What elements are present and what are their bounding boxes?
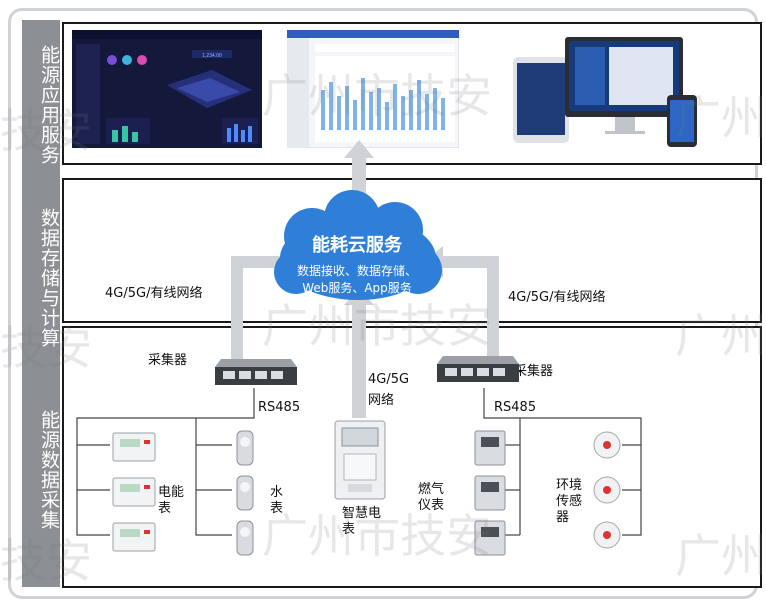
collect-layer-label: 能源数据采集 <box>38 410 60 530</box>
network-label-left: 4G/5G/有线网络 <box>105 286 203 301</box>
electric-meter-label: 电能表 <box>158 485 185 516</box>
env-sensor-icon-3 <box>593 521 621 549</box>
electric-meter-icon-3 <box>112 522 156 552</box>
cloud-shape <box>274 190 442 300</box>
electric-meter-icon-2 <box>112 477 156 507</box>
collect-layer-box <box>62 326 762 588</box>
cloud-line-2: Web服务、App服务 <box>302 281 412 295</box>
cloud-line-1: 数据接收、数据存储、 <box>296 264 417 278</box>
app-layer-label: 能源应用服务 <box>38 45 60 165</box>
gas-meter-icon-2 <box>474 475 506 511</box>
storage-layer-label: 数据存储与计算 <box>38 207 60 348</box>
network-label-right: 4G/5G/有线网络 <box>508 290 606 305</box>
dashboard-screenshot: 1,234.00 <box>72 30 262 148</box>
mobile-app-screenshot <box>513 37 697 147</box>
bus-label-left: RS485 <box>258 400 301 415</box>
network-label-center-1: 4G/5G <box>368 372 410 387</box>
env-sensor-icon-1 <box>593 431 621 459</box>
water-meter-icon-2 <box>236 475 254 511</box>
gas-meter-icon-1 <box>474 430 506 466</box>
cloud-title: 能耗云服务 <box>312 235 402 256</box>
web-platform-screenshot <box>287 30 459 148</box>
smart-meter-icon <box>334 420 386 500</box>
bus-label-right: RS485 <box>494 400 537 415</box>
water-meter-label: 水表 <box>270 485 284 516</box>
collector-left-icon <box>215 359 297 385</box>
gas-meter-icon-3 <box>474 520 506 556</box>
env-sensor-icon-2 <box>593 476 621 504</box>
dashboard-counter: 1,234.00 <box>202 53 222 59</box>
meter-arrow-shaft <box>352 300 366 418</box>
collector-right-icon <box>437 356 519 382</box>
collector-label-left: 采集器 <box>148 353 188 368</box>
collector-label-right: 采集器 <box>514 364 554 379</box>
water-meter-icon-1 <box>236 430 254 466</box>
water-meter-icon-3 <box>236 520 254 556</box>
env-sensor-label: 环境传感器 <box>556 478 583 525</box>
gas-meter-label: 燃气仪表 <box>418 482 445 513</box>
smart-meter-label: 智慧电表 <box>342 506 382 537</box>
electric-meter-icon-1 <box>112 432 156 462</box>
center-arrow-head <box>344 140 374 158</box>
layer-sidebar: 能源应用服务 数据存储与计算 能源数据采集 <box>22 20 60 587</box>
network-label-center-2: 网络 <box>368 393 395 408</box>
